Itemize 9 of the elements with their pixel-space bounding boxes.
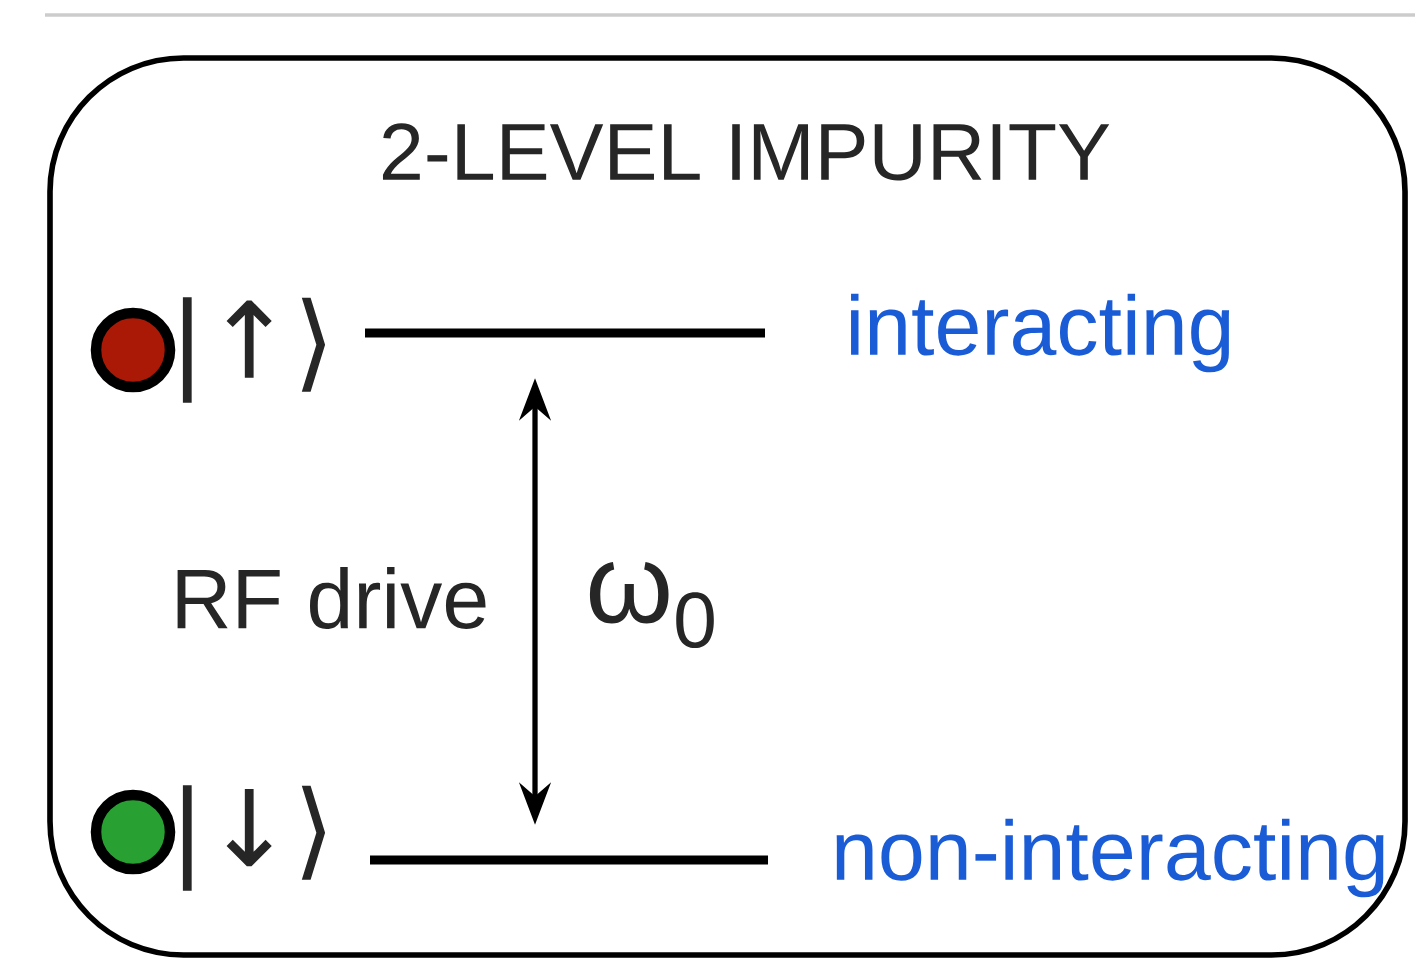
- state-ket: |↑⟩: [182, 297, 326, 403]
- state-dot: [90, 789, 176, 875]
- state-ket: |↓⟩: [182, 785, 326, 891]
- heading: 2-LEVEL IMPURITY: [383, 123, 1110, 181]
- frequency-label: ω$_{0}$: [589, 561, 714, 649]
- state-dot: [90, 307, 176, 393]
- level-label: non-interacting: [836, 818, 1384, 898]
- drive-label: RF drive: [177, 567, 486, 629]
- level-label: interacting: [851, 293, 1230, 373]
